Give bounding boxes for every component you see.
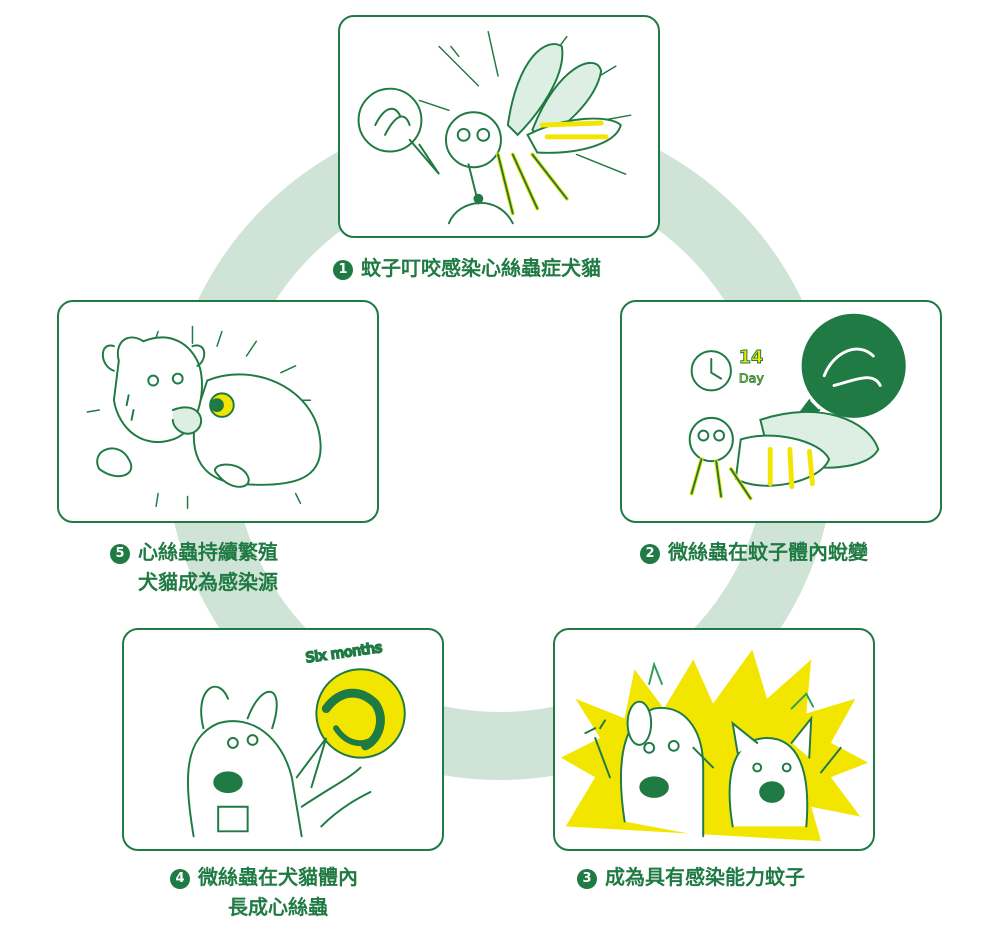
panel-mosquito-bite	[338, 15, 660, 238]
step-number-badge: 3	[577, 869, 597, 889]
step-5-title-line1: 心絲蟲持續繁殖	[138, 540, 278, 564]
step-1-caption: 1 蚊子叮咬感染心絲蟲症犬貓	[333, 253, 601, 283]
dog-cat-scared-icon	[555, 630, 873, 849]
step-5-caption: 5 心絲蟲持續繁殖 犬貓成為感染源	[110, 537, 278, 597]
panel-infection-source	[57, 300, 379, 523]
dog-heart-worm-icon: Six months	[124, 630, 442, 849]
panel-infectious-mosquito	[553, 628, 875, 851]
step-2-title: 微絲蟲在蚊子體內蛻變	[668, 540, 868, 564]
sick-dog-icon	[59, 302, 377, 521]
mosquito-clock-icon: 14 Day	[622, 302, 940, 521]
step-1-title: 蚊子叮咬感染心絲蟲症犬貓	[361, 256, 601, 280]
mosquito-biting-icon	[340, 17, 658, 236]
step-number-badge: 2	[640, 544, 660, 564]
step-2-caption: 2 微絲蟲在蚊子體內蛻變	[640, 537, 868, 567]
svg-text:Day: Day	[739, 372, 765, 387]
step-3-caption: 3 成為具有感染能力蚊子	[577, 862, 805, 892]
step-number-badge: 4	[170, 869, 190, 889]
panel-mosquito-development: 14 Day	[620, 300, 942, 523]
svg-text:14: 14	[739, 348, 764, 368]
step-4-title-line1: 微絲蟲在犬貓體內	[198, 865, 358, 889]
panel-worm-growth: Six months	[122, 628, 444, 851]
step-number-badge: 5	[110, 544, 130, 564]
step-number-badge: 1	[333, 260, 353, 280]
step-4-caption: 4 微絲蟲在犬貓體內 長成心絲蟲	[170, 862, 358, 922]
step-3-title: 成為具有感染能力蚊子	[605, 865, 805, 889]
step-5-title-line2: 犬貓成為感染源	[110, 567, 278, 597]
svg-text:Six months: Six months	[305, 640, 383, 667]
step-4-title-line2: 長成心絲蟲	[170, 892, 358, 922]
